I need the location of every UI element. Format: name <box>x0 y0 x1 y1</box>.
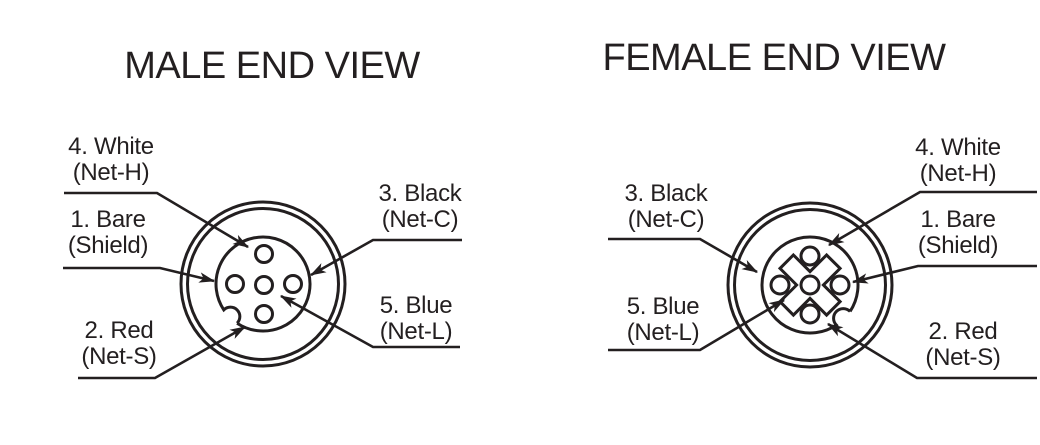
male-leader-arrow-pin4 <box>64 191 249 249</box>
male-pin2-wire-text: 2. Red <box>84 317 154 344</box>
female-pin-1 <box>829 274 851 296</box>
female-pin-4 <box>799 245 821 267</box>
male-pin3-net-text: (Net-C) <box>381 206 459 233</box>
male-pin-1 <box>225 274 245 294</box>
female-outer-ring <box>726 201 894 369</box>
female-pin-5 <box>799 274 821 296</box>
male-leader-arrow-pin2 <box>78 325 246 380</box>
female-pin2-net-text: (Net-S) <box>925 344 1001 371</box>
male-leader-arrow-pin3 <box>310 238 462 277</box>
female-pin3-label: 3. Black (Net-C) <box>625 181 708 233</box>
male-pin-5 <box>254 275 274 295</box>
female-inner-ring <box>733 208 887 362</box>
male-pin2-net-text: (Net-S) <box>81 343 157 370</box>
female-pin2-label: 2. Red (Net-S) <box>925 318 1001 371</box>
male-pin4-wire-text: 4. White <box>68 133 154 160</box>
male-pin-3 <box>283 274 303 294</box>
female-pin4-label: 4. White (Net-H) <box>915 135 1001 187</box>
female-end-view-title: FEMALE END VIEW <box>602 37 947 79</box>
female-pin5-net-text: (Net-L) <box>626 319 700 346</box>
female-pin-2 <box>799 303 821 325</box>
male-pin5-net-text: (Net-L) <box>379 318 453 345</box>
male-leader-arrow-pin5 <box>280 294 460 349</box>
male-pin4-net-text: (Net-H) <box>72 159 150 186</box>
male-pin1-label: 1. Bare (Shield) <box>67 206 149 259</box>
female-pin5-label: 5. Blue (Net-L) <box>627 294 700 346</box>
male-leader-arrow-pin1 <box>63 266 216 283</box>
male-pin1-net-text: (Shield) <box>67 232 149 259</box>
male-pin5-label: 5. Blue (Net-L) <box>380 293 453 345</box>
male-outer-ring <box>179 200 347 368</box>
female-leader-arrow-pin3 <box>608 237 758 274</box>
female-pin3-wire-text: 3. Black <box>624 180 708 207</box>
female-pin5-wire-text: 5. Blue <box>626 293 700 320</box>
male-pin2-label: 2. Red (Net-S) <box>81 317 157 370</box>
female-leader-arrow-pin5 <box>608 298 785 352</box>
male-pin4-label: 4. White (Net-H) <box>68 134 154 186</box>
male-pin-2 <box>254 304 274 324</box>
female-pin-3 <box>769 274 791 296</box>
female-pin1-label: 1. Bare (Shield) <box>917 206 999 259</box>
male-pin3-label: 3. Black (Net-C) <box>379 181 462 233</box>
male-pin3-wire-text: 3. Black <box>378 180 462 207</box>
female-pin4-net-text: (Net-H) <box>919 160 997 187</box>
female-pin1-net-text: (Shield) <box>917 232 999 259</box>
male-inner-ring <box>186 207 340 361</box>
female-connector-drawing <box>608 190 1037 380</box>
female-leader-arrow-pin2 <box>827 322 1037 380</box>
female-pin2-wire-text: 2. Red <box>928 318 998 345</box>
female-pin4-wire-text: 4. White <box>915 134 1001 161</box>
male-pin-4 <box>254 244 274 264</box>
female-leader-arrow-pin1 <box>851 264 1037 284</box>
female-leader-arrow-pin4 <box>828 190 1037 247</box>
female-pin3-net-text: (Net-C) <box>627 206 705 233</box>
female-pin1-wire-text: 1. Bare <box>920 206 996 233</box>
male-pin5-wire-text: 5. Blue <box>379 292 453 319</box>
male-connector-drawing <box>63 191 462 380</box>
male-end-view-title: MALE END VIEW <box>124 45 420 87</box>
male-pin1-wire-text: 1. Bare <box>70 206 146 233</box>
